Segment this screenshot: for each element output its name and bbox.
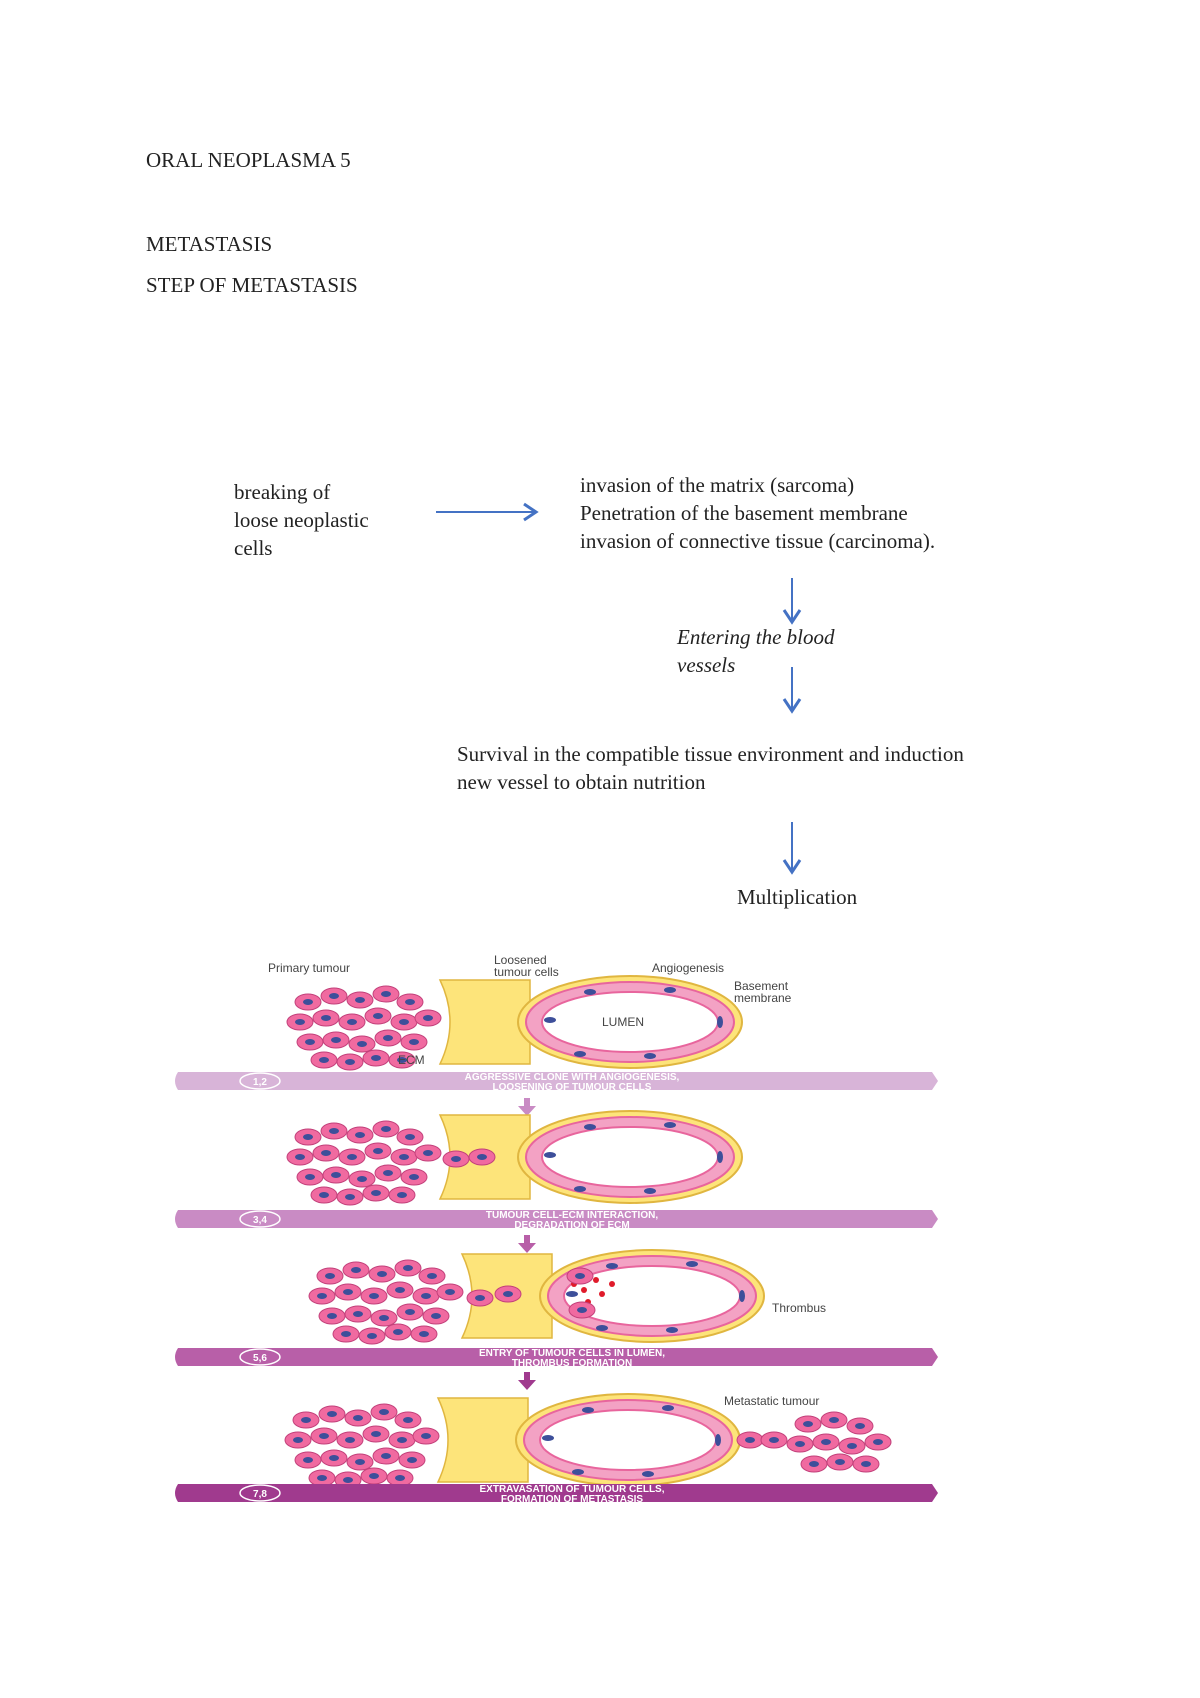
label-loosened-cells-1: Loosened [494, 953, 547, 967]
panel-step-3-4 [287, 1110, 743, 1205]
right-arrow-icon [436, 502, 539, 522]
band-number: 5,6 [253, 1353, 267, 1364]
label-primary-tumour: Primary tumour [268, 961, 350, 975]
label-thrombus: Thrombus [772, 1301, 826, 1315]
band-step-7-8: 7,8 EXTRAVASATION OF TUMOUR CELLS, FORMA… [175, 1484, 938, 1505]
label-basement-1: Basement [734, 979, 789, 993]
down-arrow-icon [782, 667, 802, 714]
band-step-5-6: 5,6 ENTRY OF TUMOUR CELLS IN LUMEN, THRO… [175, 1348, 938, 1369]
band-text-line1: AGGRESSIVE CLONE WITH ANGIOGENESIS, [465, 1072, 680, 1083]
band-text-line2: DEGRADATION OF ECM [514, 1220, 629, 1231]
down-arrow-icon [782, 578, 802, 625]
band-number: 1,2 [253, 1077, 267, 1088]
down-arrow-icon [782, 822, 802, 875]
panel-step-1-2 [287, 975, 743, 1070]
band-text-line1: TUMOUR CELL-ECM INTERACTION, [486, 1210, 658, 1221]
band-step-3-4: 3,4 TUMOUR CELL-ECM INTERACTION, DEGRADA… [175, 1210, 938, 1231]
panel-step-5-6 [309, 1249, 765, 1344]
label-loosened-cells-2: tumour cells [494, 965, 559, 979]
flow-step-survival: Survival in the compatible tissue enviro… [457, 742, 964, 794]
band-step-1-2: 1,2 AGGRESSIVE CLONE WITH ANGIOGENESIS, … [175, 1072, 938, 1093]
band-text-line1: EXTRAVASATION OF TUMOUR CELLS, [480, 1484, 665, 1495]
band-text-line2: LOOSENING OF TUMOUR CELLS [493, 1082, 652, 1093]
band-number: 7,8 [253, 1489, 267, 1500]
heading-metastasis: METASTASIS [146, 232, 273, 256]
band-text-line2: FORMATION OF METASTASIS [501, 1494, 644, 1505]
label-basement-2: membrane [734, 991, 792, 1005]
flow-step-breaking: breaking of loose neoplastic cells [234, 480, 369, 560]
heading-step-of-metastasis: STEP OF METASTASIS [146, 273, 358, 297]
document-title: ORAL NEOPLASMA 5 [146, 148, 351, 172]
band-number: 3,4 [253, 1215, 267, 1226]
label-angiogenesis: Angiogenesis [652, 961, 724, 975]
band-text-line2: THROMBUS FORMATION [512, 1358, 632, 1369]
panel-step-7-8 [285, 1393, 892, 1488]
label-lumen: LUMEN [602, 1015, 644, 1029]
label-metastatic-tumour: Metastatic tumour [724, 1394, 819, 1408]
label-ecm: ECM [398, 1053, 425, 1067]
flow-step-invasion: invasion of the matrix (sarcoma) Penetra… [580, 473, 936, 553]
metastasis-steps-figure: Primary tumour Loosened tumour cells Ang… [175, 953, 938, 1505]
flow-step-entering-vessels: Entering the blood vessels [677, 625, 835, 677]
band-text-line1: ENTRY OF TUMOUR CELLS IN LUMEN, [479, 1348, 665, 1359]
flow-step-multiplication: Multiplication [737, 885, 858, 909]
